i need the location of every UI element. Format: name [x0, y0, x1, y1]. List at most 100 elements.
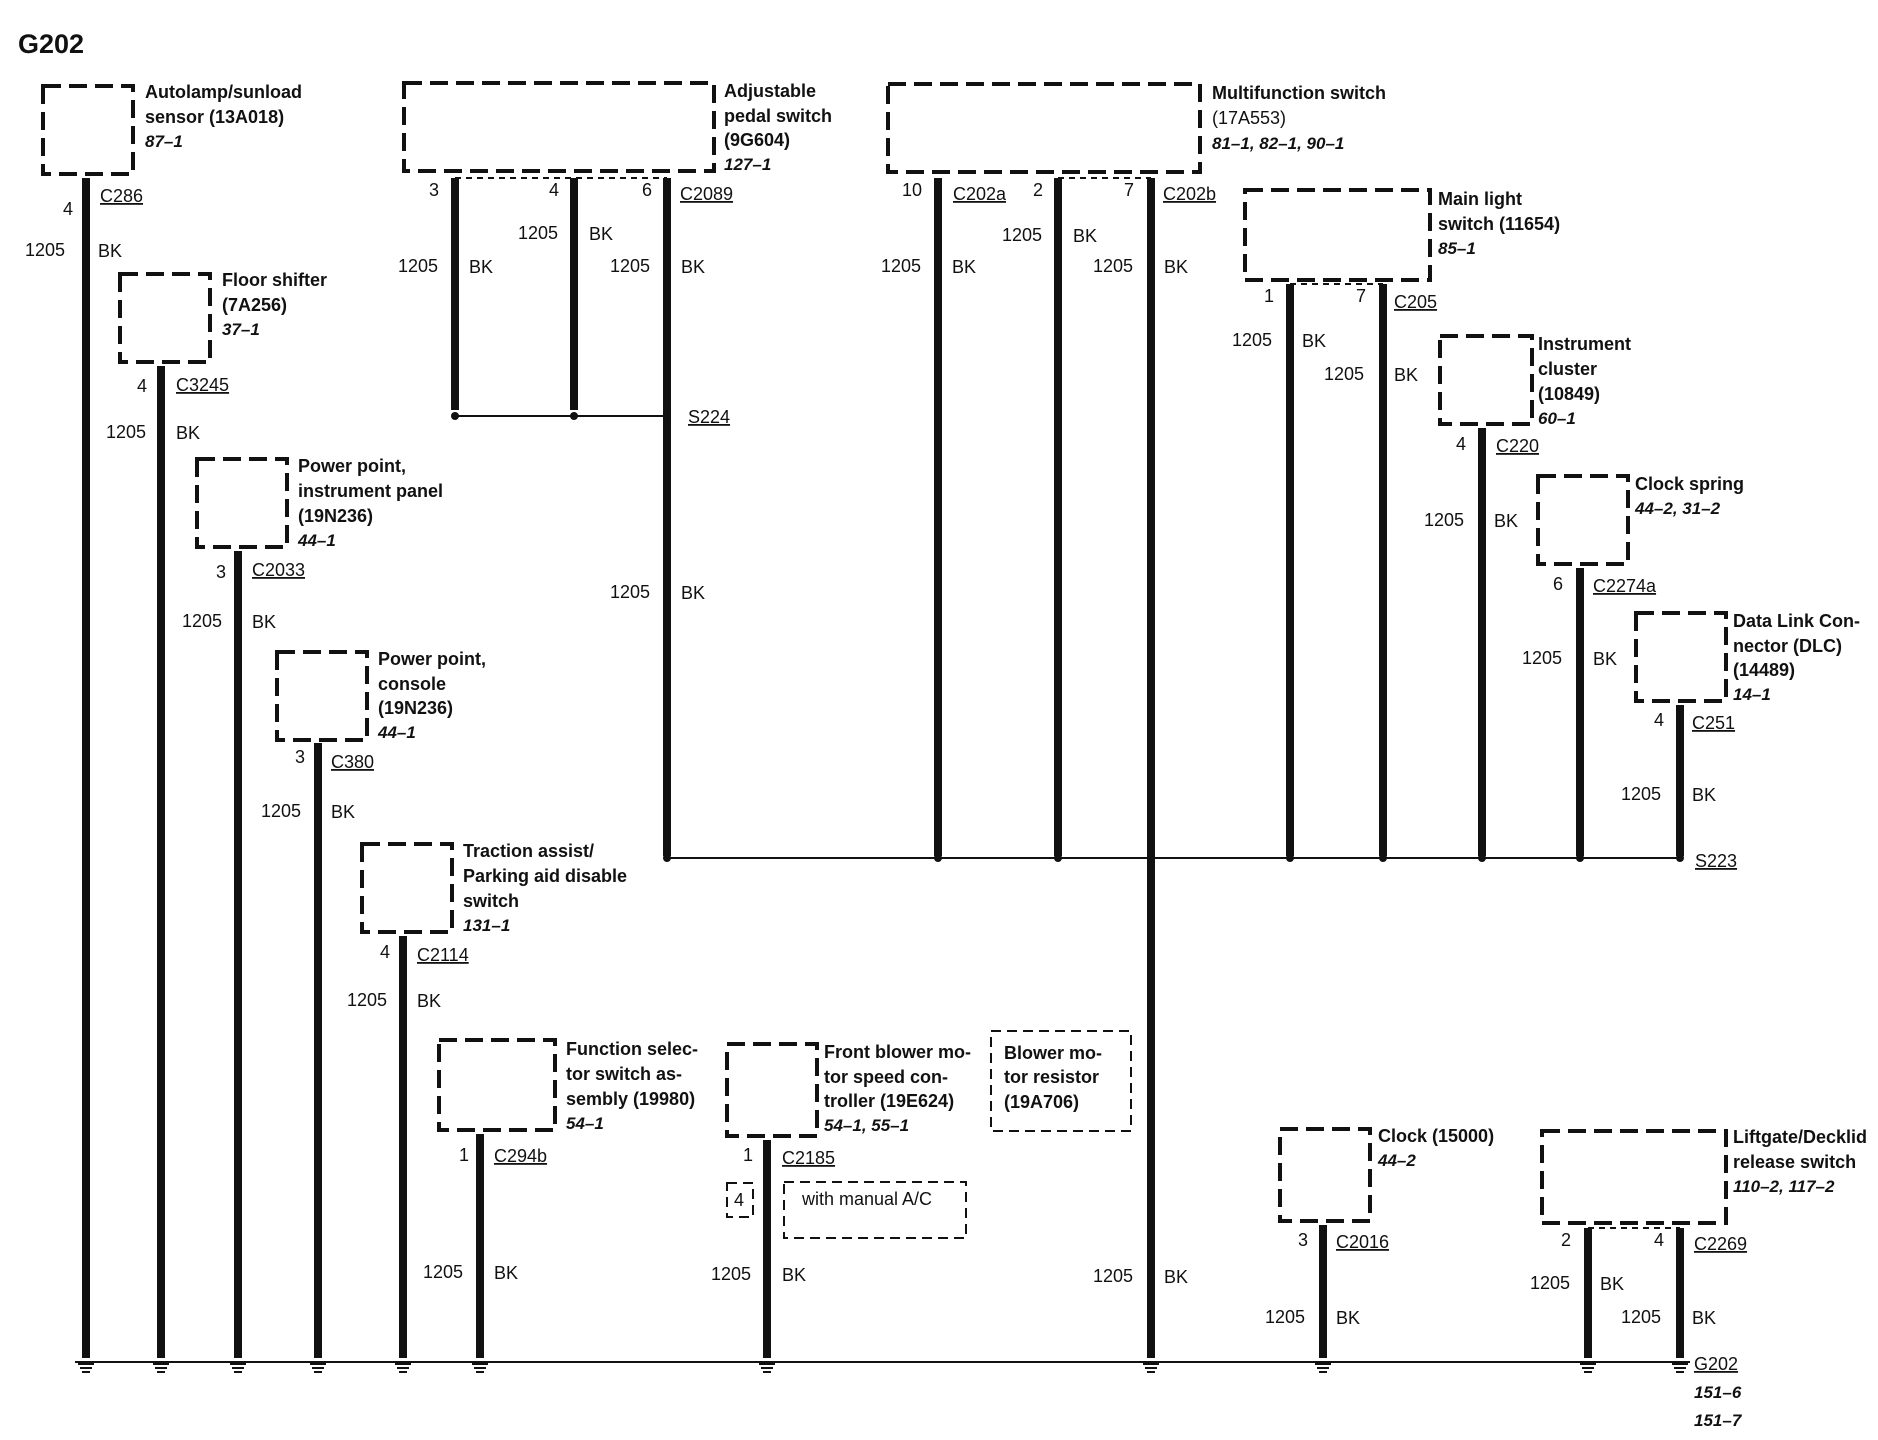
- svg-text:Main light: Main light: [1438, 189, 1522, 209]
- svg-text:BK: BK: [331, 802, 355, 822]
- svg-text:(14489): (14489): [1733, 660, 1795, 680]
- svg-text:1205: 1205: [347, 990, 387, 1010]
- svg-text:sembly (19980): sembly (19980): [566, 1089, 695, 1109]
- svg-text:cluster: cluster: [1538, 359, 1597, 379]
- svg-text:127–1: 127–1: [724, 155, 771, 174]
- svg-text:(17A553): (17A553): [1212, 108, 1286, 128]
- svg-text:1: 1: [743, 1145, 753, 1165]
- svg-text:4: 4: [734, 1190, 744, 1210]
- manual-ac-alternate: 4 with manual A/C: [726, 1181, 967, 1239]
- svg-text:110–2, 117–2: 110–2, 117–2: [1733, 1177, 1835, 1196]
- svg-text:14–1: 14–1: [1733, 685, 1771, 704]
- svg-text:37–1: 37–1: [222, 320, 260, 339]
- svg-text:Parking aid disable: Parking aid disable: [463, 866, 627, 886]
- svg-text:nector (DLC): nector (DLC): [1733, 636, 1842, 656]
- svg-text:1205: 1205: [711, 1264, 751, 1284]
- svg-text:BK: BK: [1600, 1274, 1624, 1294]
- svg-text:44–2, 31–2: 44–2, 31–2: [1634, 499, 1721, 518]
- svg-text:87–1: 87–1: [145, 132, 183, 151]
- svg-text:Multifunction switch: Multifunction switch: [1212, 83, 1386, 103]
- svg-text:3: 3: [295, 747, 305, 767]
- splice-s224-bus: [451, 412, 671, 420]
- svg-text:1205: 1205: [182, 611, 222, 631]
- svg-text:BK: BK: [1164, 1267, 1188, 1287]
- svg-text:BK: BK: [1073, 226, 1097, 246]
- front-blower-motor-controller: Front blower mo- tor speed con- troller …: [725, 1042, 971, 1138]
- connector-c294b: C294b: [494, 1146, 547, 1166]
- ground-icon: [472, 1363, 488, 1373]
- svg-text:BK: BK: [1336, 1308, 1360, 1328]
- svg-text:10: 10: [902, 180, 922, 200]
- svg-text:2: 2: [1033, 180, 1043, 200]
- ground-icon: [1672, 1363, 1688, 1373]
- svg-text:pedal switch: pedal switch: [724, 106, 832, 126]
- svg-text:1205: 1205: [261, 801, 301, 821]
- svg-text:Blower mo-: Blower mo-: [1004, 1043, 1102, 1063]
- svg-text:4: 4: [137, 376, 147, 396]
- wires: [82, 177, 1684, 1358]
- power-point-instrument-panel: Power point, instrument panel (19N236) 4…: [195, 456, 443, 550]
- svg-text:Power point,: Power point,: [378, 649, 486, 669]
- svg-text:BK: BK: [494, 1263, 518, 1283]
- svg-text:1205: 1205: [423, 1262, 463, 1282]
- svg-text:1205: 1205: [610, 582, 650, 602]
- function-selector-switch: Function selec- tor switch as- sembly (1…: [437, 1038, 698, 1133]
- svg-text:Traction assist/: Traction assist/: [463, 841, 594, 861]
- ground-icon: [153, 1363, 169, 1373]
- power-point-console: Power point, console (19N236) 44–1: [275, 649, 486, 742]
- diagram-title: G202: [18, 29, 84, 59]
- connector-c2185: C2185: [782, 1148, 835, 1168]
- svg-text:BK: BK: [1692, 1308, 1716, 1328]
- traction-assist-switch: Traction assist/ Parking aid disable swi…: [360, 841, 627, 935]
- svg-text:BK: BK: [176, 423, 200, 443]
- svg-text:1205: 1205: [1232, 330, 1272, 350]
- svg-text:1205: 1205: [1530, 1273, 1570, 1293]
- svg-text:54–1, 55–1: 54–1, 55–1: [824, 1116, 909, 1135]
- connector-labels: C286 C3245 C2033 C380 C2114 C294b C2185 …: [100, 184, 1747, 1254]
- svg-text:BK: BK: [1692, 785, 1716, 805]
- svg-text:4: 4: [1456, 434, 1466, 454]
- svg-text:BK: BK: [589, 224, 613, 244]
- connector-c3245: C3245: [176, 375, 229, 395]
- svg-text:BK: BK: [417, 991, 441, 1011]
- connector-c2089: C2089: [680, 184, 733, 204]
- clock: Clock (15000) 44–2: [1278, 1126, 1494, 1223]
- svg-text:3: 3: [216, 562, 226, 582]
- svg-text:1205: 1205: [1324, 364, 1364, 384]
- connector-c380: C380: [331, 752, 374, 772]
- svg-text:G202: G202: [1694, 1354, 1738, 1374]
- svg-text:Data Link Con-: Data Link Con-: [1733, 611, 1860, 631]
- ground-icon: [310, 1363, 326, 1373]
- svg-text:Clock spring: Clock spring: [1635, 474, 1744, 494]
- ground-icon: [759, 1363, 775, 1373]
- svg-text:1205: 1205: [1265, 1307, 1305, 1327]
- svg-text:switch (11654): switch (11654): [1438, 214, 1560, 234]
- splice-s223-label: S223: [1695, 851, 1737, 871]
- splice-s223-bus: [663, 854, 1684, 862]
- svg-text:4: 4: [380, 942, 390, 962]
- svg-text:console: console: [378, 674, 446, 694]
- pin-labels: 4 4 3 3 4 1 1 3 4 6 10 2 7 1 7 4 6 4 3 2…: [63, 180, 1664, 1250]
- connector-c2269: C2269: [1694, 1234, 1747, 1254]
- svg-text:1205: 1205: [1522, 648, 1562, 668]
- svg-text:tor switch as-: tor switch as-: [566, 1064, 682, 1084]
- svg-text:4: 4: [1654, 710, 1664, 730]
- connector-c202b: C202b: [1163, 184, 1216, 204]
- clock-spring: Clock spring 44–2, 31–2: [1536, 474, 1744, 566]
- svg-text:Clock (15000): Clock (15000): [1378, 1126, 1494, 1146]
- svg-text:instrument panel: instrument panel: [298, 481, 443, 501]
- svg-text:1: 1: [1264, 286, 1274, 306]
- svg-text:BK: BK: [252, 612, 276, 632]
- connector-c220: C220: [1496, 436, 1539, 456]
- ground-icon: [1143, 1363, 1159, 1373]
- svg-text:1205: 1205: [1002, 225, 1042, 245]
- svg-text:1205: 1205: [1621, 784, 1661, 804]
- svg-text:6: 6: [1553, 574, 1563, 594]
- ground-icon: [395, 1363, 411, 1373]
- svg-text:Liftgate/Decklid: Liftgate/Decklid: [1733, 1127, 1867, 1147]
- svg-text:1205: 1205: [1621, 1307, 1661, 1327]
- svg-text:BK: BK: [681, 583, 705, 603]
- svg-text:54–1: 54–1: [566, 1114, 604, 1133]
- svg-text:151–7: 151–7: [1694, 1411, 1743, 1430]
